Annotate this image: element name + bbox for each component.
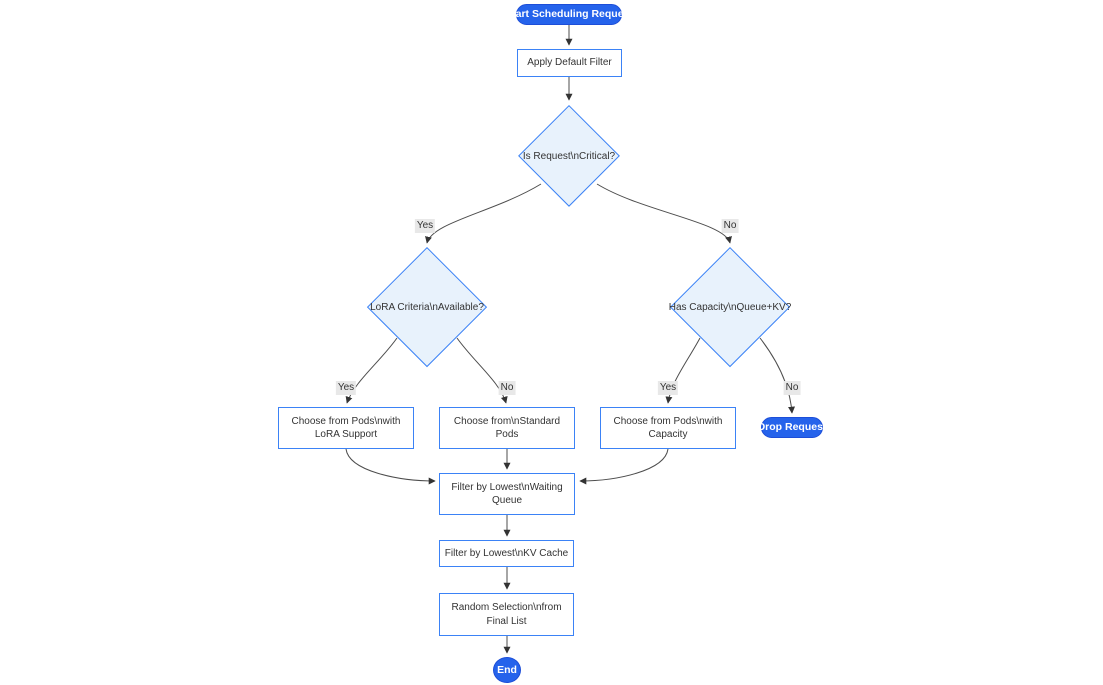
node-filter-waiting-queue: Filter by Lowest\nWaiting Queue: [439, 473, 575, 515]
edge-is-critical-no: [596, 183, 732, 244]
node-apply-default-filter: Apply Default Filter: [517, 49, 622, 77]
edge-label-lora-no: No: [498, 381, 516, 395]
edge-lora-no: [456, 337, 508, 404]
edge-label-critical-yes: Yes: [414, 219, 436, 233]
node-decision-is-critical: Is Request\nCritical?: [518, 105, 620, 207]
node-start: Start Scheduling Request: [505, 4, 633, 25]
node-filter-kv-cache: Filter by Lowest\nKV Cache: [439, 540, 574, 567]
node-random-selection: Random Selection\nfrom Final List: [439, 593, 574, 636]
node-decision-lora-criteria: LoRA Criteria\nAvailable?: [367, 247, 487, 367]
edge-choose-lora-to-filter-queue: [345, 448, 436, 485]
edge-label-capacity-yes: Yes: [657, 381, 679, 395]
edge-label-capacity-no: No: [783, 381, 801, 395]
node-drop-request: Drop Request: [758, 417, 826, 438]
decision-label: Is Request\nCritical?: [522, 150, 616, 162]
edge-label-critical-no: No: [721, 219, 739, 233]
edge-choose-capacity-to-filter-queue: [579, 448, 669, 485]
node-end: End: [493, 657, 521, 683]
node-decision-has-capacity: Has Capacity\nQueue+KV?: [668, 247, 792, 367]
edge-capacity-yes: [665, 337, 701, 404]
node-choose-capacity-pods: Choose from Pods\nwith Capacity: [600, 407, 736, 449]
edge-is-critical-yes: [425, 183, 542, 244]
decision-label: LoRA Criteria\nAvailable?: [370, 301, 484, 313]
edge-lora-yes: [345, 337, 398, 404]
edge-capacity-no: [759, 337, 796, 414]
decision-label: Has Capacity\nQueue+KV?: [668, 301, 792, 313]
node-choose-standard-pods: Choose from\nStandard Pods: [439, 407, 575, 449]
node-choose-lora-pods: Choose from Pods\nwith LoRA Support: [278, 407, 414, 449]
edge-label-lora-yes: Yes: [335, 381, 357, 395]
